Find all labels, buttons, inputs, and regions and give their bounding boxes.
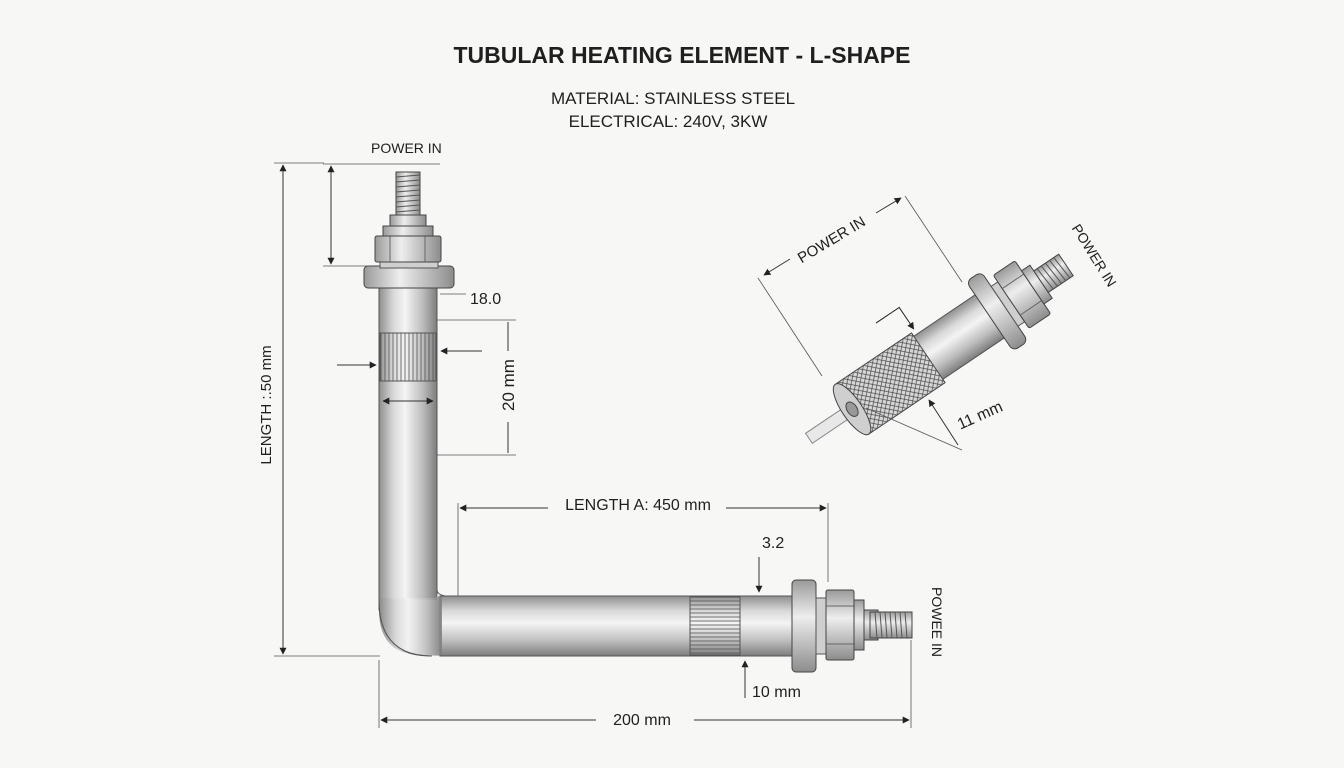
electrical-spec: ELECTRICAL: 240V, 3KW [569, 112, 768, 131]
right-terminal [791, 579, 913, 673]
l-shape-element [363, 171, 913, 673]
horizontal-tube [439, 595, 801, 657]
top-terminal [363, 171, 455, 289]
material-spec: MATERIAL: STAINLESS STEEL [551, 89, 795, 108]
detail-dim-11mm-label: 11 mm [955, 398, 1006, 433]
dim-10mm-label: 10 mm [752, 684, 801, 701]
diagram-title: TUBULAR HEATING ELEMENT - L-SHAPE [453, 42, 910, 68]
length-a-label: LENGTH A: 450 mm [565, 497, 711, 514]
detail-power-in-right-label: POWER IN [1069, 221, 1120, 290]
power-in-top-label: POWER IN [371, 140, 442, 156]
knurl-band-vertical [379, 332, 437, 382]
knurl-band-horizontal [689, 596, 741, 656]
power-in-right-label: POWEE IN [929, 587, 945, 657]
dim-18-label: 18.0 [470, 291, 501, 308]
dim-3-2-label: 3.2 [762, 535, 784, 552]
detail-power-in-left-label: POWER IN [795, 213, 869, 267]
detail-view: POWER IN POWER IN 11 mm [757, 195, 1120, 451]
main-dimensions: POWER IN LENGTH :.50 mm 18.0 20 mm LENGT… [258, 140, 945, 729]
dim-20mm-label: 20 mm [499, 359, 518, 411]
length-vertical-label: LENGTH :.50 mm [258, 345, 275, 464]
dim-200mm-label: 200 mm [613, 712, 671, 729]
